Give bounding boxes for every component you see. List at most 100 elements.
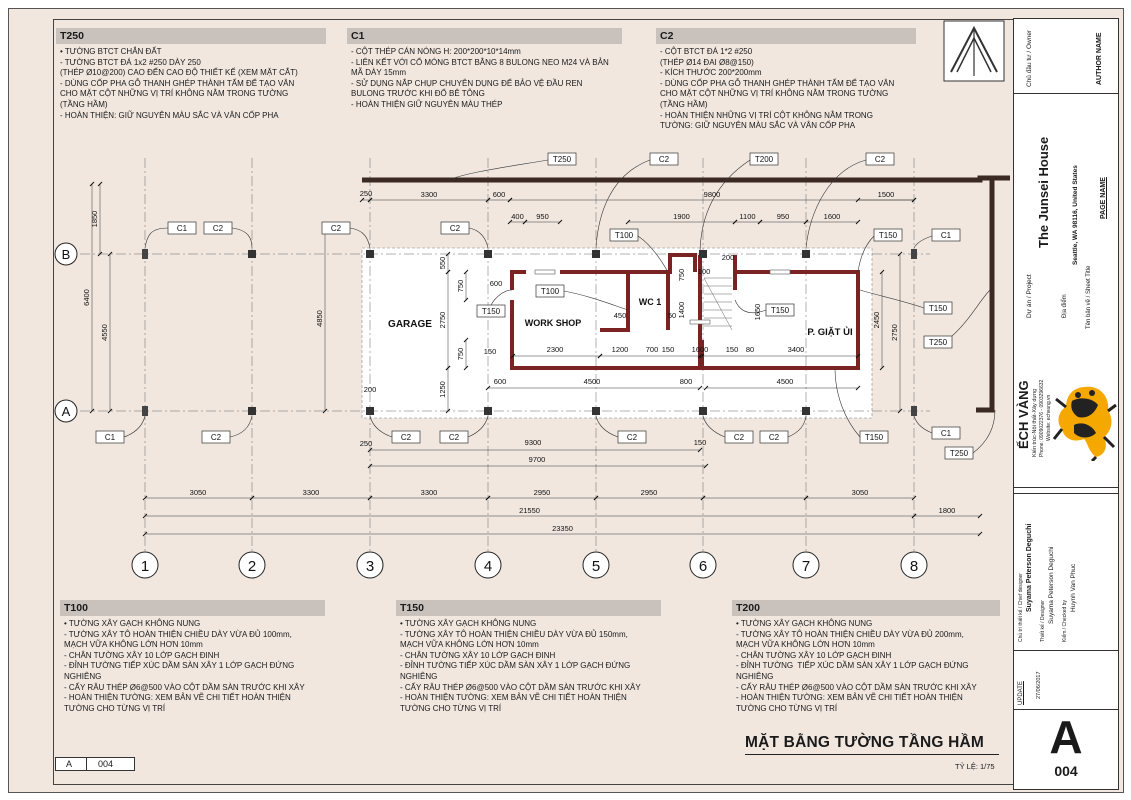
note-line: • TƯỜNG XÂY GẠCH KHÔNG NUNG [64, 619, 201, 628]
sheet-title-underline [745, 754, 999, 755]
note-c2-body: - CỘT BTCT ĐÁ 1*2 #250(THÉP Ø14 ĐAI Ø8@1… [656, 47, 916, 132]
note-line: NGHIÊNG [64, 671, 102, 681]
note-line: (THÉP Ø10@200) CAO ĐẾN CAO ĐỘ THIẾT KẾ (… [60, 68, 298, 78]
tb-address: Seattle, WA 98116, United States [1072, 165, 1079, 265]
note-line: - CHÂN TƯỜNG XÂY 10 LỚP GẠCH ĐINH [64, 650, 220, 660]
tb-designer-label: Thiết kế / Designer [1040, 600, 1046, 642]
note-line: - HOÀN THIỆN NHỮNG VỊ TRÍ CỘT KHÔNG NẰM … [660, 110, 873, 120]
note-line: • TƯỜNG XÂY GẠCH KHÔNG NUNG [736, 619, 873, 628]
tb-project-label: Dự án / Project [1026, 274, 1033, 318]
note-line: - CẤY RÂU THÉP Ø6@500 VÀO CỘT DẦM SÀN TR… [400, 682, 641, 692]
note-t250-body: • TƯỜNG BTCT CHẮN ĐẤT- TƯỜNG BTCT ĐÁ 1x2… [56, 47, 326, 121]
title-block: Chủ đầu tư / Owner AUTHOR NAME Dự án / P… [1013, 18, 1119, 790]
note-line: - CHÂN TƯỜNG XÂY 10 LỚP GẠCH ĐINH [736, 650, 892, 660]
tb-owner-name: AUTHOR NAME [1096, 32, 1103, 86]
note-line: - ĐỈNH TƯỜNG TIẾP XÚC DẦM SÀN XÂY 1 LỚP … [400, 661, 631, 671]
note-t150: T150 • TƯỜNG XÂY GẠCH KHÔNG NUNG- TƯỜNG … [396, 600, 661, 714]
tb-company-sub: Kiến trúc-Nội thất-Xây dựng [1032, 388, 1038, 457]
tb-designer-name: Suyama Peterson Deguchi [1048, 546, 1055, 624]
note-line: - CỘT BTCT ĐÁ 1*2 #250 [660, 47, 753, 56]
note-line: - HOÀN THIỆN TƯỜNG: XEM BẢN VẼ CHI TIẾT … [64, 693, 291, 703]
tb-checker-name: Huynh Van Phuc [1070, 563, 1077, 612]
sheet-title: MẶT BẰNG TƯỜNG TẦNG HẦM [745, 734, 985, 751]
tb-checker-label: Kiểm / Checked by [1062, 600, 1068, 642]
tb-sheet-name: PAGE NAME [1100, 177, 1107, 219]
note-line: - CẤY RÂU THÉP Ø6@500 VÀO CỘT DẦM SÀN TR… [64, 682, 305, 692]
note-line: - CẤY RÂU THÉP Ø6@500 VÀO CỘT DẦM SÀN TR… [736, 682, 977, 692]
sheet-code-divider [86, 758, 87, 770]
tb-company-phone: Phone: 0909022376 - 0903296632 [1039, 379, 1045, 457]
note-line: - ĐỈNH TƯỜNG TIẾP XÚC DẦM SÀN XÂY 1 LỚP … [736, 661, 969, 671]
sheet-code-letter: A [66, 759, 73, 769]
note-line: MÃ DÀY 15mm [351, 68, 406, 78]
note-line: - TƯỜNG XÂY TÔ HOÀN THIỆN CHIỀU DÀY VỪA … [64, 629, 292, 639]
sheet-code-number: 004 [98, 759, 114, 769]
note-line: - HOÀN THIỆN GIỮ NGUYÊN MÀU THÉP [351, 99, 503, 109]
note-line: TƯỜNG: GIỮ NGUYÊN MÀU SẮC VÀ VÂN CỐP PHA [660, 121, 856, 131]
note-c2: C2 - CỘT BTCT ĐÁ 1*2 #250(THÉP Ø14 ĐAI Ø… [656, 28, 916, 132]
note-line: MẠCH VỮA KHÔNG LỚN HƠN 10mm [736, 640, 875, 650]
note-t200-body: • TƯỜNG XÂY GẠCH KHÔNG NUNG- TƯỜNG XÂY T… [732, 619, 1000, 714]
note-c1-title: C1 [347, 28, 622, 44]
note-t100-body: • TƯỜNG XÂY GẠCH KHÔNG NUNG- TƯỜNG XÂY T… [60, 619, 325, 714]
tb-update-label: UPDATE [1018, 681, 1024, 705]
note-line: - TƯỜNG XÂY TÔ HOÀN THIỆN CHIỀU DÀY VỪA … [400, 629, 628, 639]
note-c1-body: - CỘT THÉP CÁN NÓNG H: 200*200*10*14mm- … [347, 47, 622, 111]
note-line: - CHÂN TƯỜNG XÂY 10 LỚP GẠCH ĐINH [400, 650, 556, 660]
tb-code-section: A 004 [1014, 709, 1118, 789]
note-line: CHO MẶT CỘT NHỮNG VỊ TRÍ KHÔNG NẰM TRONG… [660, 89, 889, 99]
sheet-code-box: A 004 [55, 757, 135, 771]
note-c2-title: C2 [656, 28, 916, 44]
note-t100-title: T100 [60, 600, 325, 616]
note-line: MẠCH VỮA KHÔNG LỚN HƠN 10mm [400, 640, 539, 650]
note-c1: C1 - CỘT THÉP CÁN NÓNG H: 200*200*10*14m… [347, 28, 622, 111]
note-line: - HOÀN THIỆN: GIỮ NGUYÊN MÀU SẮC VÀ VÂN … [60, 110, 279, 120]
sheet-scale: TỶ LỆ: 1/75 [955, 762, 995, 771]
tb-code-number: 004 [1054, 763, 1078, 779]
note-line: • TƯỜNG XÂY GẠCH KHÔNG NUNG [400, 619, 537, 628]
note-line: BULONG TRƯỚC KHI ĐỔ BÊ TÔNG [351, 89, 485, 99]
note-line: TƯỜNG CHO TỪNG VỊ TRÍ [736, 703, 838, 713]
note-line: - HOÀN THIỆN TƯỜNG: XEM BẢN VẼ CHI TIẾT … [400, 693, 627, 703]
north-arrow-icon [943, 20, 1005, 82]
tb-project-name: The Junsei House [1036, 136, 1051, 248]
note-line: (TẦNG HẦM) [660, 99, 708, 109]
tb-update-date: 27/06/2017 [1036, 671, 1042, 699]
note-line: CHO MẶT CỘT NHỮNG VỊ TRÍ KHÔNG NẰM TRONG… [60, 89, 289, 99]
note-t100: T100 • TƯỜNG XÂY GẠCH KHÔNG NUNG- TƯỜNG … [60, 600, 325, 714]
note-line: - CỘT THÉP CÁN NÓNG H: 200*200*10*14mm [351, 47, 521, 56]
note-line: - TƯỜNG BTCT ĐÁ 1x2 #250 DÀY 250 [60, 57, 201, 67]
note-line: - DÙNG CỐP PHA GỖ THANH GHÉP THÀNH TẤM Đ… [660, 78, 895, 88]
tb-designer-section: Chủ trì thiết kế / Chief designer Suyama… [1014, 493, 1118, 651]
note-line: TƯỜNG CHO TỪNG VỊ TRÍ [64, 703, 166, 713]
note-line: - ĐỈNH TƯỜNG TIẾP XÚC DẦM SÀN XÂY 1 LỚP … [64, 661, 295, 671]
tb-address-label: Địa điểm [1062, 294, 1068, 318]
note-t200: T200 • TƯỜNG XÂY GẠCH KHÔNG NUNG- TƯỜNG … [732, 600, 1000, 714]
note-t150-body: • TƯỜNG XÂY GẠCH KHÔNG NUNG- TƯỜNG XÂY T… [396, 619, 661, 714]
note-line: MẠCH VỮA KHÔNG LỚN HƠN 10mm [64, 640, 203, 650]
note-line: • TƯỜNG BTCT CHẮN ĐẤT [60, 47, 162, 56]
note-line: - KÍCH THƯỚC 200*200mm [660, 68, 762, 78]
tb-company-name: ẾCH VÀNG [1016, 380, 1031, 449]
note-line: - HOÀN THIỆN TƯỜNG: XEM BẢN VẼ CHI TIẾT … [736, 693, 963, 703]
tb-owner-section: Chủ đầu tư / Owner AUTHOR NAME [1014, 19, 1118, 94]
note-t200-title: T200 [732, 600, 1000, 616]
tb-code-letter: A [1049, 711, 1083, 763]
note-line: (TẦNG HẦM) [60, 99, 108, 109]
note-line: - LIÊN KẾT VỚI CỔ MÓNG BTCT BẰNG 8 BULON… [351, 57, 609, 67]
tb-update-section: UPDATE 27/06/2017 [1014, 655, 1118, 710]
tb-sheet-label: Tên bản vẽ / Sheet Title [1086, 265, 1092, 329]
note-line: NGHIÊNG [400, 671, 438, 681]
tb-chief-name: Suyama Peterson Deguchi [1026, 523, 1033, 612]
note-line: - DÙNG CỐP PHA GỖ THANH GHÉP THÀNH TẤM Đ… [60, 78, 295, 88]
note-t250-title: T250 [56, 28, 326, 44]
tb-owner-label: Chủ đầu tư / Owner [1026, 29, 1033, 87]
tb-project-section: Dự án / Project The Junsei House Địa điể… [1014, 93, 1118, 488]
note-t150-title: T150 [396, 600, 661, 616]
note-line: NGHIÊNG [736, 671, 774, 681]
note-line: TƯỜNG CHO TỪNG VỊ TRÍ [400, 703, 502, 713]
note-t250: T250 • TƯỜNG BTCT CHẮN ĐẤT- TƯỜNG BTCT Đ… [56, 28, 326, 121]
tb-logo-area: ẾCH VÀNG Kiến trúc-Nội thất-Xây dựng Pho… [1014, 341, 1118, 487]
note-line: - TƯỜNG XÂY TÔ HOÀN THIỆN CHIỀU DÀY VỪA … [736, 629, 964, 639]
note-line: (THÉP Ø14 ĐAI Ø8@150) [660, 57, 754, 67]
